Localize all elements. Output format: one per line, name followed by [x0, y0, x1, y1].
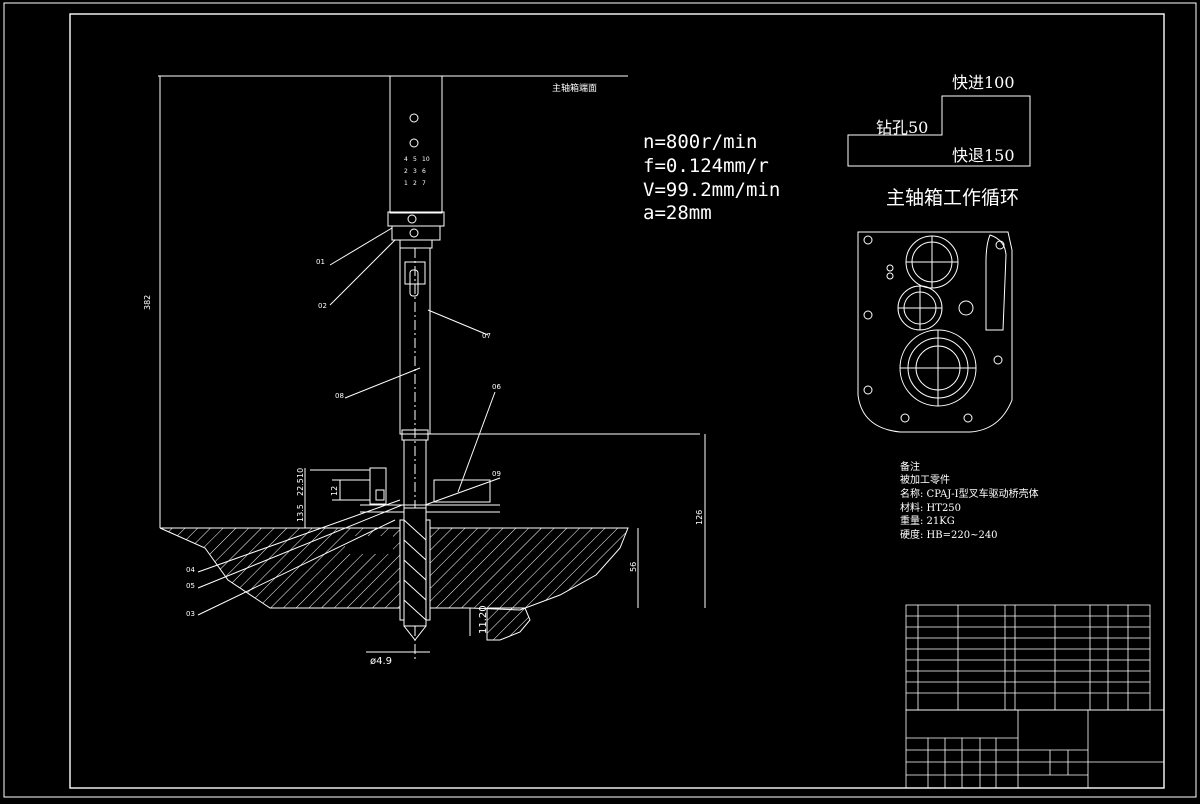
- svg-text:7: 7: [422, 180, 426, 187]
- callout-02: 02: [318, 302, 327, 310]
- param-depth: a=28mm: [643, 202, 712, 224]
- cycle-fast-in: 快进100: [952, 73, 1015, 92]
- svg-text:1: 1: [404, 180, 408, 187]
- work-cycle-diagram: 快进100 钻孔50 快退150 主轴箱工作循环: [847, 73, 1031, 209]
- notes-material: 材料: HT250: [900, 501, 961, 514]
- svg-text:4: 4: [404, 156, 408, 163]
- cycle-fast-out: 快退150: [952, 146, 1015, 165]
- notes-hardness: 硬度: HB=220~240: [900, 528, 998, 541]
- svg-text:5: 5: [413, 156, 417, 163]
- dim-total-height: 382: [143, 295, 152, 310]
- callout-09: 09: [492, 470, 501, 478]
- dim-diameter: ø4.9: [370, 656, 392, 667]
- svg-text:3: 3: [413, 168, 417, 175]
- notes-weight: 重量: 21KG: [900, 514, 955, 527]
- dim-tip: 11.20: [478, 605, 489, 634]
- callout-01: 01: [316, 258, 325, 266]
- callout-05: 05: [186, 582, 195, 590]
- dim-small-225: 22.5: [296, 478, 305, 496]
- callout-08: 08: [335, 392, 344, 400]
- svg-text:10: 10: [422, 156, 430, 163]
- dim-right-height: 126: [695, 510, 704, 525]
- cycle-drill: 钻孔50: [876, 118, 928, 137]
- cycle-title: 主轴箱工作循环: [886, 187, 1019, 209]
- drill-jig: [310, 433, 700, 513]
- svg-text:6: 6: [422, 168, 426, 175]
- notes-part-heading: 被加工零件: [900, 473, 950, 486]
- dim-mid-height: 56: [629, 562, 638, 572]
- workpiece-section: [159, 519, 629, 641]
- title-block: [905, 604, 1165, 789]
- spindle-box-outline: [857, 231, 1013, 433]
- callout-06: 06: [492, 383, 501, 391]
- inner-frame: [69, 13, 1165, 789]
- notes-heading: 备注: [900, 460, 920, 473]
- drill-bit: [403, 507, 427, 641]
- dim-small-35: 13.5: [296, 504, 305, 522]
- dim-small-12: 12: [330, 486, 339, 496]
- param-velocity: V=99.2mm/min: [643, 179, 780, 201]
- outer-frame: [3, 2, 1197, 798]
- svg-text:2: 2: [404, 168, 408, 175]
- svg-text:2: 2: [413, 180, 417, 187]
- callout-03: 03: [186, 610, 195, 618]
- callout-leaders: [197, 227, 501, 616]
- cutting-parameters: n=800r/min f=0.124mm/r V=99.2mm/min a=28…: [643, 131, 780, 224]
- param-speed: n=800r/min: [643, 131, 757, 153]
- spindle-face-label: 主轴箱端面: [552, 82, 597, 94]
- callout-07: 07: [482, 332, 491, 340]
- notes-block: 备注 被加工零件 名称: CPAJ-I型叉车驱动桥壳体 材料: HT250 重量…: [900, 460, 1039, 541]
- notes-name: 名称: CPAJ-I型叉车驱动桥壳体: [900, 487, 1039, 500]
- dim-small-10: 10: [296, 468, 305, 478]
- callout-04: 04: [186, 566, 195, 574]
- param-feed: f=0.124mm/r: [643, 155, 769, 177]
